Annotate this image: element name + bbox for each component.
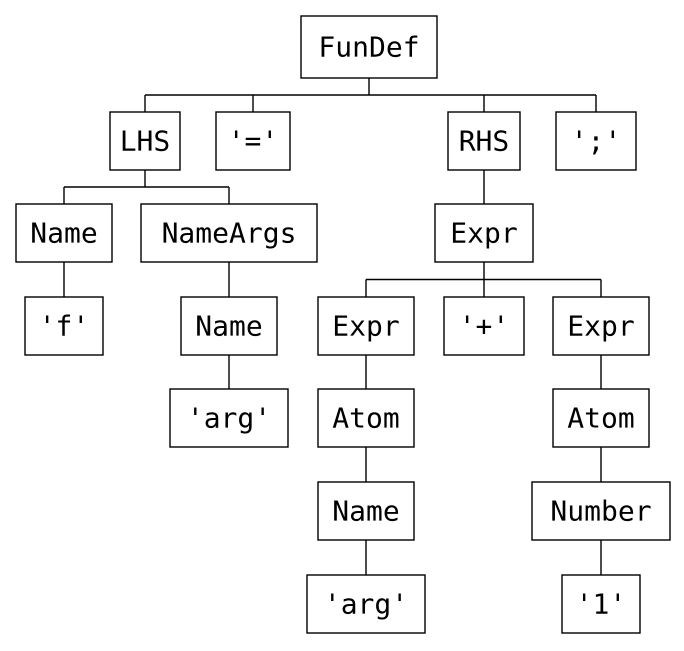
node-f-lit: 'f' — [24, 296, 104, 356]
node-box — [15, 203, 113, 263]
node-label: '1' — [576, 588, 627, 621]
node-box — [552, 388, 650, 448]
node-label: Atom — [332, 402, 399, 435]
node-label: '=' — [228, 125, 279, 158]
node-label: NameArgs — [162, 217, 297, 250]
node-name1: Name — [15, 203, 113, 263]
node-box — [24, 296, 104, 356]
node-box — [215, 111, 291, 171]
node-box — [434, 203, 534, 263]
node-atom1: Atom — [317, 388, 415, 448]
node-arg-lit1: 'arg' — [169, 388, 289, 448]
node-label: Number — [550, 495, 651, 528]
node-box — [109, 111, 181, 171]
node-box — [306, 574, 426, 634]
node-expr1: Expr — [434, 203, 534, 263]
node-label: Name — [195, 310, 262, 343]
node-box — [140, 203, 318, 263]
node-rhs: RHS — [447, 111, 521, 171]
node-label: Expr — [567, 310, 634, 343]
node-label: Name — [332, 495, 399, 528]
node-plus: '+' — [443, 296, 525, 356]
node-box — [443, 296, 525, 356]
node-box — [447, 111, 521, 171]
node-box — [317, 296, 415, 356]
node-label: 'arg' — [324, 588, 408, 621]
node-atom2: Atom — [552, 388, 650, 448]
node-one-lit: '1' — [561, 574, 641, 634]
node-box — [180, 296, 278, 356]
node-label: LHS — [120, 125, 171, 158]
node-label: FunDef — [318, 31, 419, 64]
node-expr2: Expr — [317, 296, 415, 356]
node-label: Expr — [450, 217, 517, 250]
node-number: Number — [531, 481, 671, 541]
node-semi: ';' — [555, 111, 637, 171]
node-box — [317, 388, 415, 448]
node-expr3: Expr — [552, 296, 650, 356]
node-name2: Name — [180, 296, 278, 356]
node-eq: '=' — [215, 111, 291, 171]
node-box — [561, 574, 641, 634]
node-box — [555, 111, 637, 171]
node-label: RHS — [459, 125, 510, 158]
tree-edges — [63, 78, 602, 575]
node-box — [552, 296, 650, 356]
node-label: Expr — [332, 310, 399, 343]
node-lhs: LHS — [109, 111, 181, 171]
node-label: ';' — [571, 125, 622, 158]
node-box — [317, 481, 415, 541]
node-fun-def: FunDef — [300, 15, 438, 79]
node-name-args: NameArgs — [140, 203, 318, 263]
node-name3: Name — [317, 481, 415, 541]
node-box — [531, 481, 671, 541]
node-box — [169, 388, 289, 448]
node-label: 'arg' — [187, 402, 271, 435]
node-label: 'f' — [39, 310, 90, 343]
node-box — [300, 15, 438, 79]
node-label: Name — [30, 217, 97, 250]
node-label: '+' — [459, 310, 510, 343]
node-label: Atom — [567, 402, 634, 435]
node-arg-lit2: 'arg' — [306, 574, 426, 634]
